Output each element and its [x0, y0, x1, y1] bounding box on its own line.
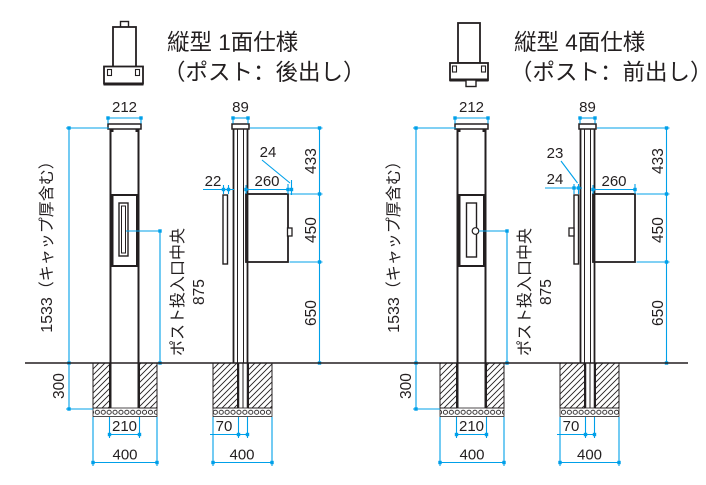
dim-lower: 650: [303, 300, 320, 326]
dim-footing-side: 400: [229, 447, 254, 464]
title-line1: 縦型 4面仕様: [514, 30, 645, 55]
title-line2: （ポスト：前出し）: [510, 60, 706, 85]
dimensions: 212 89 22 24 260 433 450 650 1533（キャップ厚含…: [38, 99, 323, 466]
latch: [568, 227, 575, 237]
dim-gap: 24: [547, 171, 564, 188]
keyhole: [471, 227, 480, 235]
dim-box: 450: [650, 217, 667, 243]
dim-gap: 24: [260, 144, 277, 161]
dim-total-height: 1533（キャップ厚含む）: [38, 153, 56, 333]
dim-core: 70: [563, 418, 580, 435]
mail-box: [245, 193, 289, 263]
dim-core: 70: [216, 418, 233, 435]
gravel-band: [212, 407, 273, 417]
title-line1: 縦型 1面仕様: [167, 30, 298, 55]
cap: [107, 123, 142, 130]
plan-view-icon-rear-exit: [103, 20, 144, 86]
dim-lower: 650: [650, 300, 667, 326]
dim-embed: 300: [398, 373, 415, 399]
gravel-band: [439, 407, 505, 417]
dim-slot-height: 875: [538, 279, 555, 305]
dim-hole: 210: [112, 418, 137, 435]
dimensions: 212 89 23 24 260 433 450 650 1533（キャップ厚含…: [385, 99, 670, 466]
side-foundation: [212, 362, 273, 417]
cap: [578, 123, 597, 130]
cap: [454, 123, 489, 130]
front-foundation: [439, 362, 505, 417]
side-view: [568, 123, 636, 408]
dim-total-height: 1533（キャップ厚含む）: [385, 153, 403, 333]
dim-upper: 433: [303, 148, 320, 174]
slot-plate: [222, 194, 229, 265]
dim-slot-height: 875: [191, 279, 208, 305]
cap: [231, 123, 250, 130]
dim-upper: 433: [650, 148, 667, 174]
dim-footing-front: 400: [459, 447, 484, 464]
mail-box: [592, 193, 636, 263]
gravel-band: [92, 407, 158, 417]
dim-width: 212: [459, 99, 484, 116]
right-drawing: 縦型 4面仕様 （ポスト：前出し）: [385, 22, 706, 466]
dim-post-width: 89: [579, 99, 596, 116]
slot-center-label: ポスト投入口中央: [169, 228, 187, 356]
slot-center-label: ポスト投入口中央: [516, 228, 534, 356]
dim-hole: 210: [459, 418, 484, 435]
plan-view-icon-front-exit: [449, 22, 489, 88]
dim-plate: 22: [205, 173, 222, 190]
dim-depth: 260: [254, 173, 279, 190]
dim-depth: 260: [601, 173, 626, 190]
front-view: [454, 123, 489, 408]
dim-box: 450: [303, 217, 320, 243]
dim-footing-side: 400: [577, 447, 602, 464]
dim-post-width: 89: [232, 99, 249, 116]
side-foundation: [559, 362, 620, 417]
dim-footing-front: 400: [112, 447, 137, 464]
dim-embed: 300: [51, 373, 68, 399]
side-view: [222, 123, 293, 408]
slot-plate: [573, 194, 580, 265]
latch: [286, 227, 293, 237]
dim-plate: 23: [547, 145, 564, 162]
gravel-band: [559, 407, 620, 417]
dim-width: 212: [112, 99, 137, 116]
title-line2: （ポスト：後出し）: [163, 60, 366, 85]
